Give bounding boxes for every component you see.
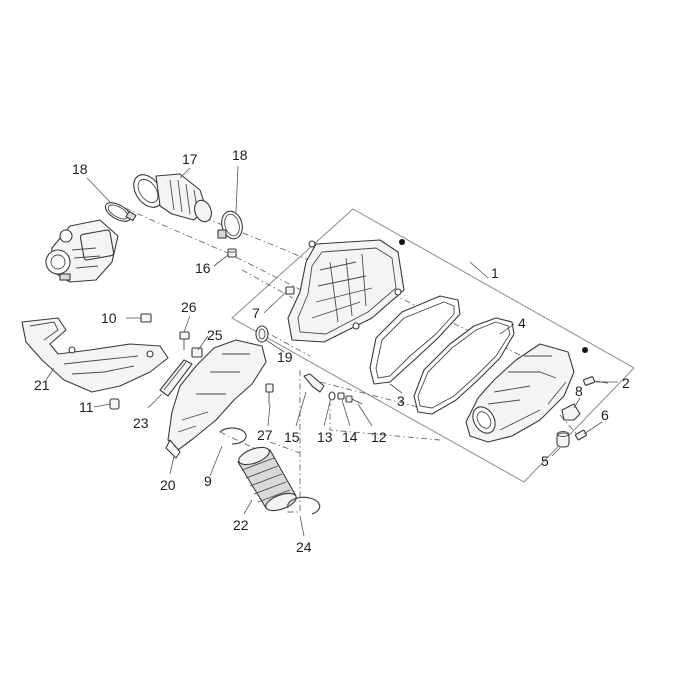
hose-clamp-right [217, 210, 243, 240]
callout-18-right: 18 [232, 147, 248, 163]
clip-25 [191, 347, 203, 358]
callout-16: 16 [195, 260, 211, 276]
callout-26: 26 [181, 299, 197, 315]
air-filter-element [369, 295, 461, 385]
callout-18-left: 18 [72, 161, 88, 177]
air-box-housing [287, 239, 405, 343]
circlip-9 [219, 427, 247, 445]
drain-cap-5 [556, 431, 570, 448]
hose-clamp-left [104, 202, 137, 222]
callout-9: 9 [204, 473, 212, 489]
callout-3: 3 [397, 393, 405, 409]
screw-26 [179, 331, 190, 350]
intake-housing [165, 339, 267, 459]
reference-dot-upper [399, 239, 405, 245]
callout-8: 8 [575, 383, 583, 399]
screw-12 [345, 395, 363, 405]
callout-7: 7 [252, 305, 260, 321]
callout-17: 17 [182, 151, 198, 167]
callout-12: 12 [371, 429, 387, 445]
screw-11 [109, 398, 120, 410]
clip-16 [227, 248, 237, 258]
o-ring [255, 325, 269, 343]
leader-lines [45, 165, 618, 537]
callout-21: 21 [34, 377, 50, 393]
callout-23: 23 [133, 415, 149, 431]
intake-duct [133, 173, 212, 223]
callout-10: 10 [101, 310, 117, 326]
callout-2: 2 [622, 375, 630, 391]
callout-19: 19 [277, 349, 293, 365]
screw-2 [583, 376, 609, 386]
callout-4: 4 [518, 315, 526, 331]
seal-strip [159, 359, 193, 397]
bellows-hose [237, 446, 297, 512]
clip-10 [140, 313, 152, 323]
spacer-14 [337, 392, 345, 400]
screw-6 [574, 429, 588, 441]
air-box-cover [465, 343, 575, 443]
callout-11: 11 [79, 399, 94, 415]
assembly-frame [231, 208, 635, 483]
washer-13 [328, 391, 336, 401]
callout-13: 13 [317, 429, 333, 445]
callout-25: 25 [207, 327, 223, 343]
circlip-24 [287, 496, 321, 515]
callout-5: 5 [541, 453, 549, 469]
reference-dot-cover [582, 347, 588, 353]
gasket [413, 317, 515, 415]
callout-27: 27 [257, 427, 273, 443]
bracket-15 [303, 373, 325, 393]
callout-22: 22 [233, 517, 249, 533]
callout-1: 1 [491, 265, 499, 281]
screw-27 [265, 383, 274, 404]
throttle-body [45, 219, 119, 283]
support-bracket [21, 317, 169, 393]
callout-6: 6 [601, 407, 609, 423]
nut-7 [285, 286, 295, 295]
callout-14: 14 [342, 429, 358, 445]
callout-20: 20 [160, 477, 176, 493]
clamp-8 [561, 403, 581, 421]
callout-24: 24 [296, 539, 312, 555]
callout-15: 15 [284, 429, 300, 445]
